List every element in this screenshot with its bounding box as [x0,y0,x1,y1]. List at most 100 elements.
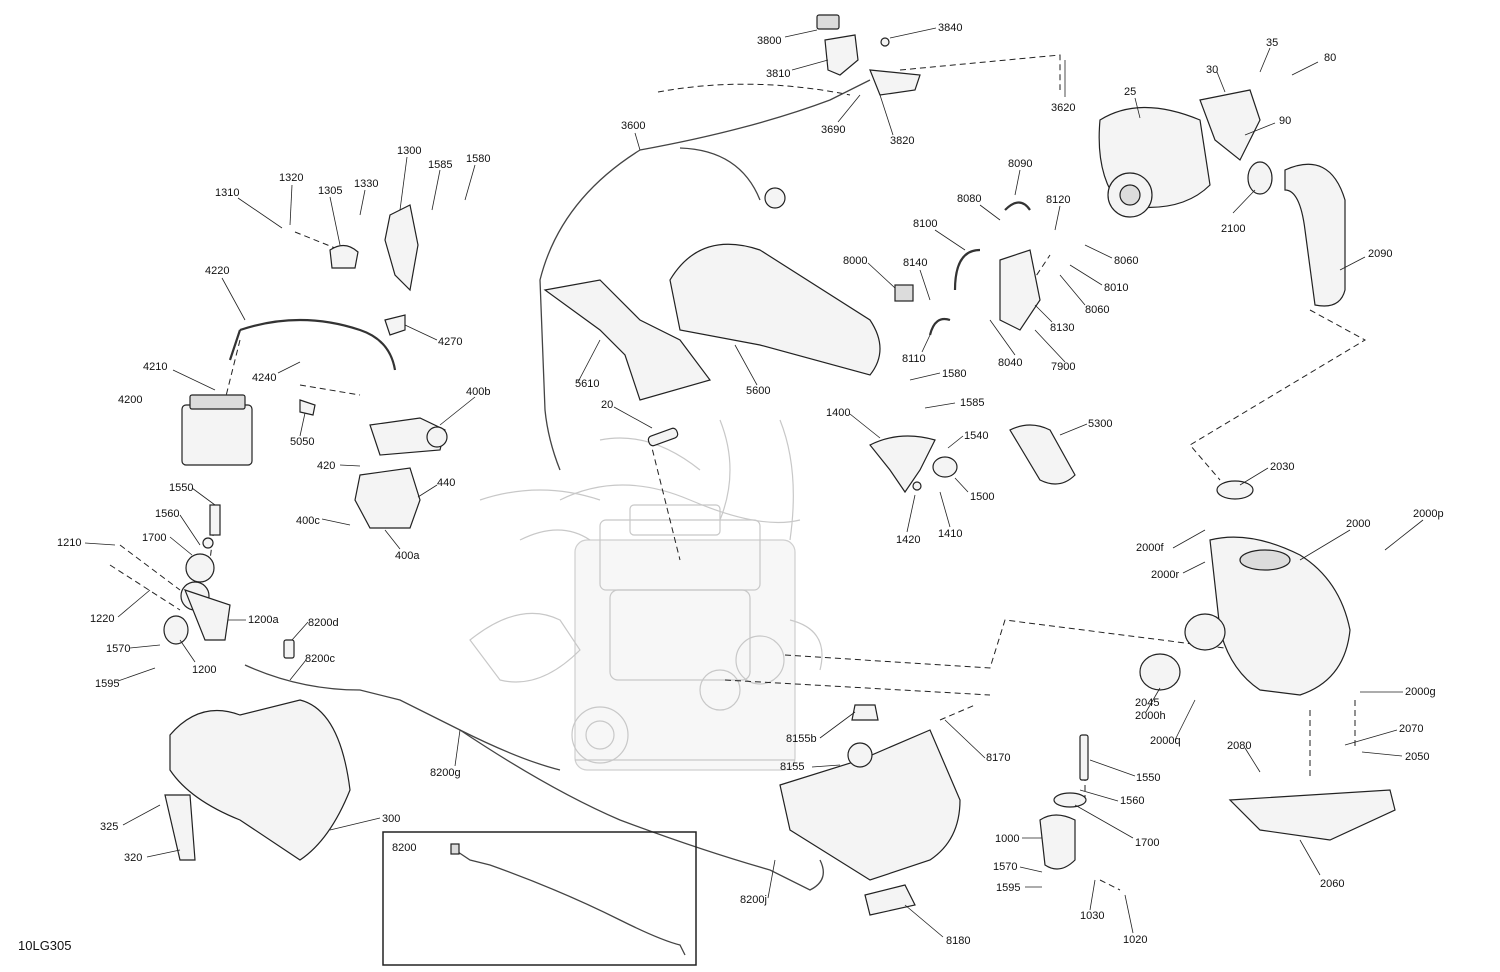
callout-1420: 1420 [896,534,920,546]
callout-1560a: 1560 [155,508,179,520]
callout-8155b: 8155b [786,733,817,745]
callout-4270: 4270 [438,336,462,348]
callout-8000: 8000 [843,255,867,267]
callout-4210: 4210 [143,361,167,373]
callout-2070: 2070 [1399,723,1423,735]
callout-1595b: 1595 [996,882,1020,894]
callout-8200j: 8200j [740,894,767,906]
cables [228,79,871,891]
callout-8040: 8040 [998,357,1022,369]
callout-2100: 2100 [1221,223,1245,235]
callout-90: 90 [1279,115,1291,127]
callout-1560b: 1560 [1120,795,1144,807]
callout-1310: 1310 [215,187,239,199]
inset-title: 8200 [392,842,416,854]
callout-1580a: 1580 [466,153,490,165]
callout-2000p: 2000p [1413,508,1444,520]
callout-1300: 1300 [397,145,421,157]
callout-2000: 2000 [1346,518,1370,530]
callout-1595a: 1595 [95,678,119,690]
callout-5610: 5610 [575,378,599,390]
callout-3690: 3690 [821,124,845,136]
callout-2000f: 2000f [1136,542,1164,554]
callout-1500: 1500 [970,491,994,503]
callout-1540: 1540 [964,430,988,442]
callout-3820: 3820 [890,135,914,147]
callout-8200g: 8200g [430,767,461,779]
callout-4240: 4240 [252,372,276,384]
callout-25: 25 [1124,86,1136,98]
callout-1585b: 1585 [960,397,984,409]
callout-2060: 2060 [1320,878,1344,890]
callout-1330: 1330 [354,178,378,190]
callout-8200d: 8200d [308,617,339,629]
callout-2000r: 2000r [1151,569,1179,581]
callout-400c: 400c [296,515,320,527]
callout-320: 320 [124,852,142,864]
callout-440: 440 [437,477,455,489]
callout-3840: 3840 [938,22,962,34]
callout-1000: 1000 [995,833,1019,845]
callout-1320: 1320 [279,172,303,184]
leader-lines [84,27,1424,938]
callout-30: 30 [1206,64,1218,76]
callout-4220: 4220 [205,265,229,277]
callout-400a: 400a [395,550,420,562]
callout-3800: 3800 [757,35,781,47]
callout-3620: 3620 [1051,102,1075,114]
callout-1550b: 1550 [1136,772,1160,784]
callout-1580b: 1580 [942,368,966,380]
callout-35: 35 [1266,37,1278,49]
callout-8100: 8100 [913,218,937,230]
callout-8155: 8155 [780,761,804,773]
callout-8130: 8130 [1050,322,1074,334]
callout-8080: 8080 [957,193,981,205]
callout-2000h: 2000h [1135,710,1166,722]
callout-1585a: 1585 [428,159,452,171]
callout-2030: 2030 [1270,461,1294,473]
callout-1200: 1200 [192,664,216,676]
inset-8200: 8200 [382,831,697,966]
callout-1020: 1020 [1123,934,1147,946]
callout-420: 420 [317,460,335,472]
callout-2045: 2045 [1135,697,1159,709]
callout-2090: 2090 [1368,248,1392,260]
callout-2000q: 2000q [1150,735,1181,747]
callout-8170: 8170 [986,752,1010,764]
callout-8060a: 8060 [1114,255,1138,267]
part-shapes [163,14,1396,916]
callout-8010: 8010 [1104,282,1128,294]
callout-1200a: 1200a [248,614,279,626]
callout-1030: 1030 [1080,910,1104,922]
callout-400b: 400b [466,386,490,398]
callout-labels: 3800 3840 3810 3620 3690 3820 3600 35 30… [57,22,1444,947]
callout-5300: 5300 [1088,418,1112,430]
callout-2050: 2050 [1405,751,1429,763]
callout-1570b: 1570 [993,861,1017,873]
engine-block-ghost [469,419,823,771]
callout-1700b: 1700 [1135,837,1159,849]
callout-8060b: 8060 [1085,304,1109,316]
callout-80: 80 [1324,52,1336,64]
callout-1220: 1220 [90,613,114,625]
callout-1400: 1400 [826,407,850,419]
callout-8110: 8110 [902,353,926,365]
callout-3600: 3600 [621,120,645,132]
callout-4200: 4200 [118,394,142,406]
callout-8140: 8140 [903,257,927,269]
callout-2080: 2080 [1227,740,1251,752]
callout-1410: 1410 [938,528,962,540]
callout-1210: 1210 [57,537,81,549]
callout-2000g: 2000g [1405,686,1436,698]
callout-1305: 1305 [318,185,342,197]
callout-1550a: 1550 [169,482,193,494]
callout-8200c: 8200c [305,653,335,665]
callout-8180: 8180 [946,935,970,947]
callout-325: 325 [100,821,118,833]
dashed-leaders [109,54,1367,891]
callout-1570a: 1570 [106,643,130,655]
callout-8090: 8090 [1008,158,1032,170]
callout-8120: 8120 [1046,194,1070,206]
callout-3810: 3810 [766,68,790,80]
